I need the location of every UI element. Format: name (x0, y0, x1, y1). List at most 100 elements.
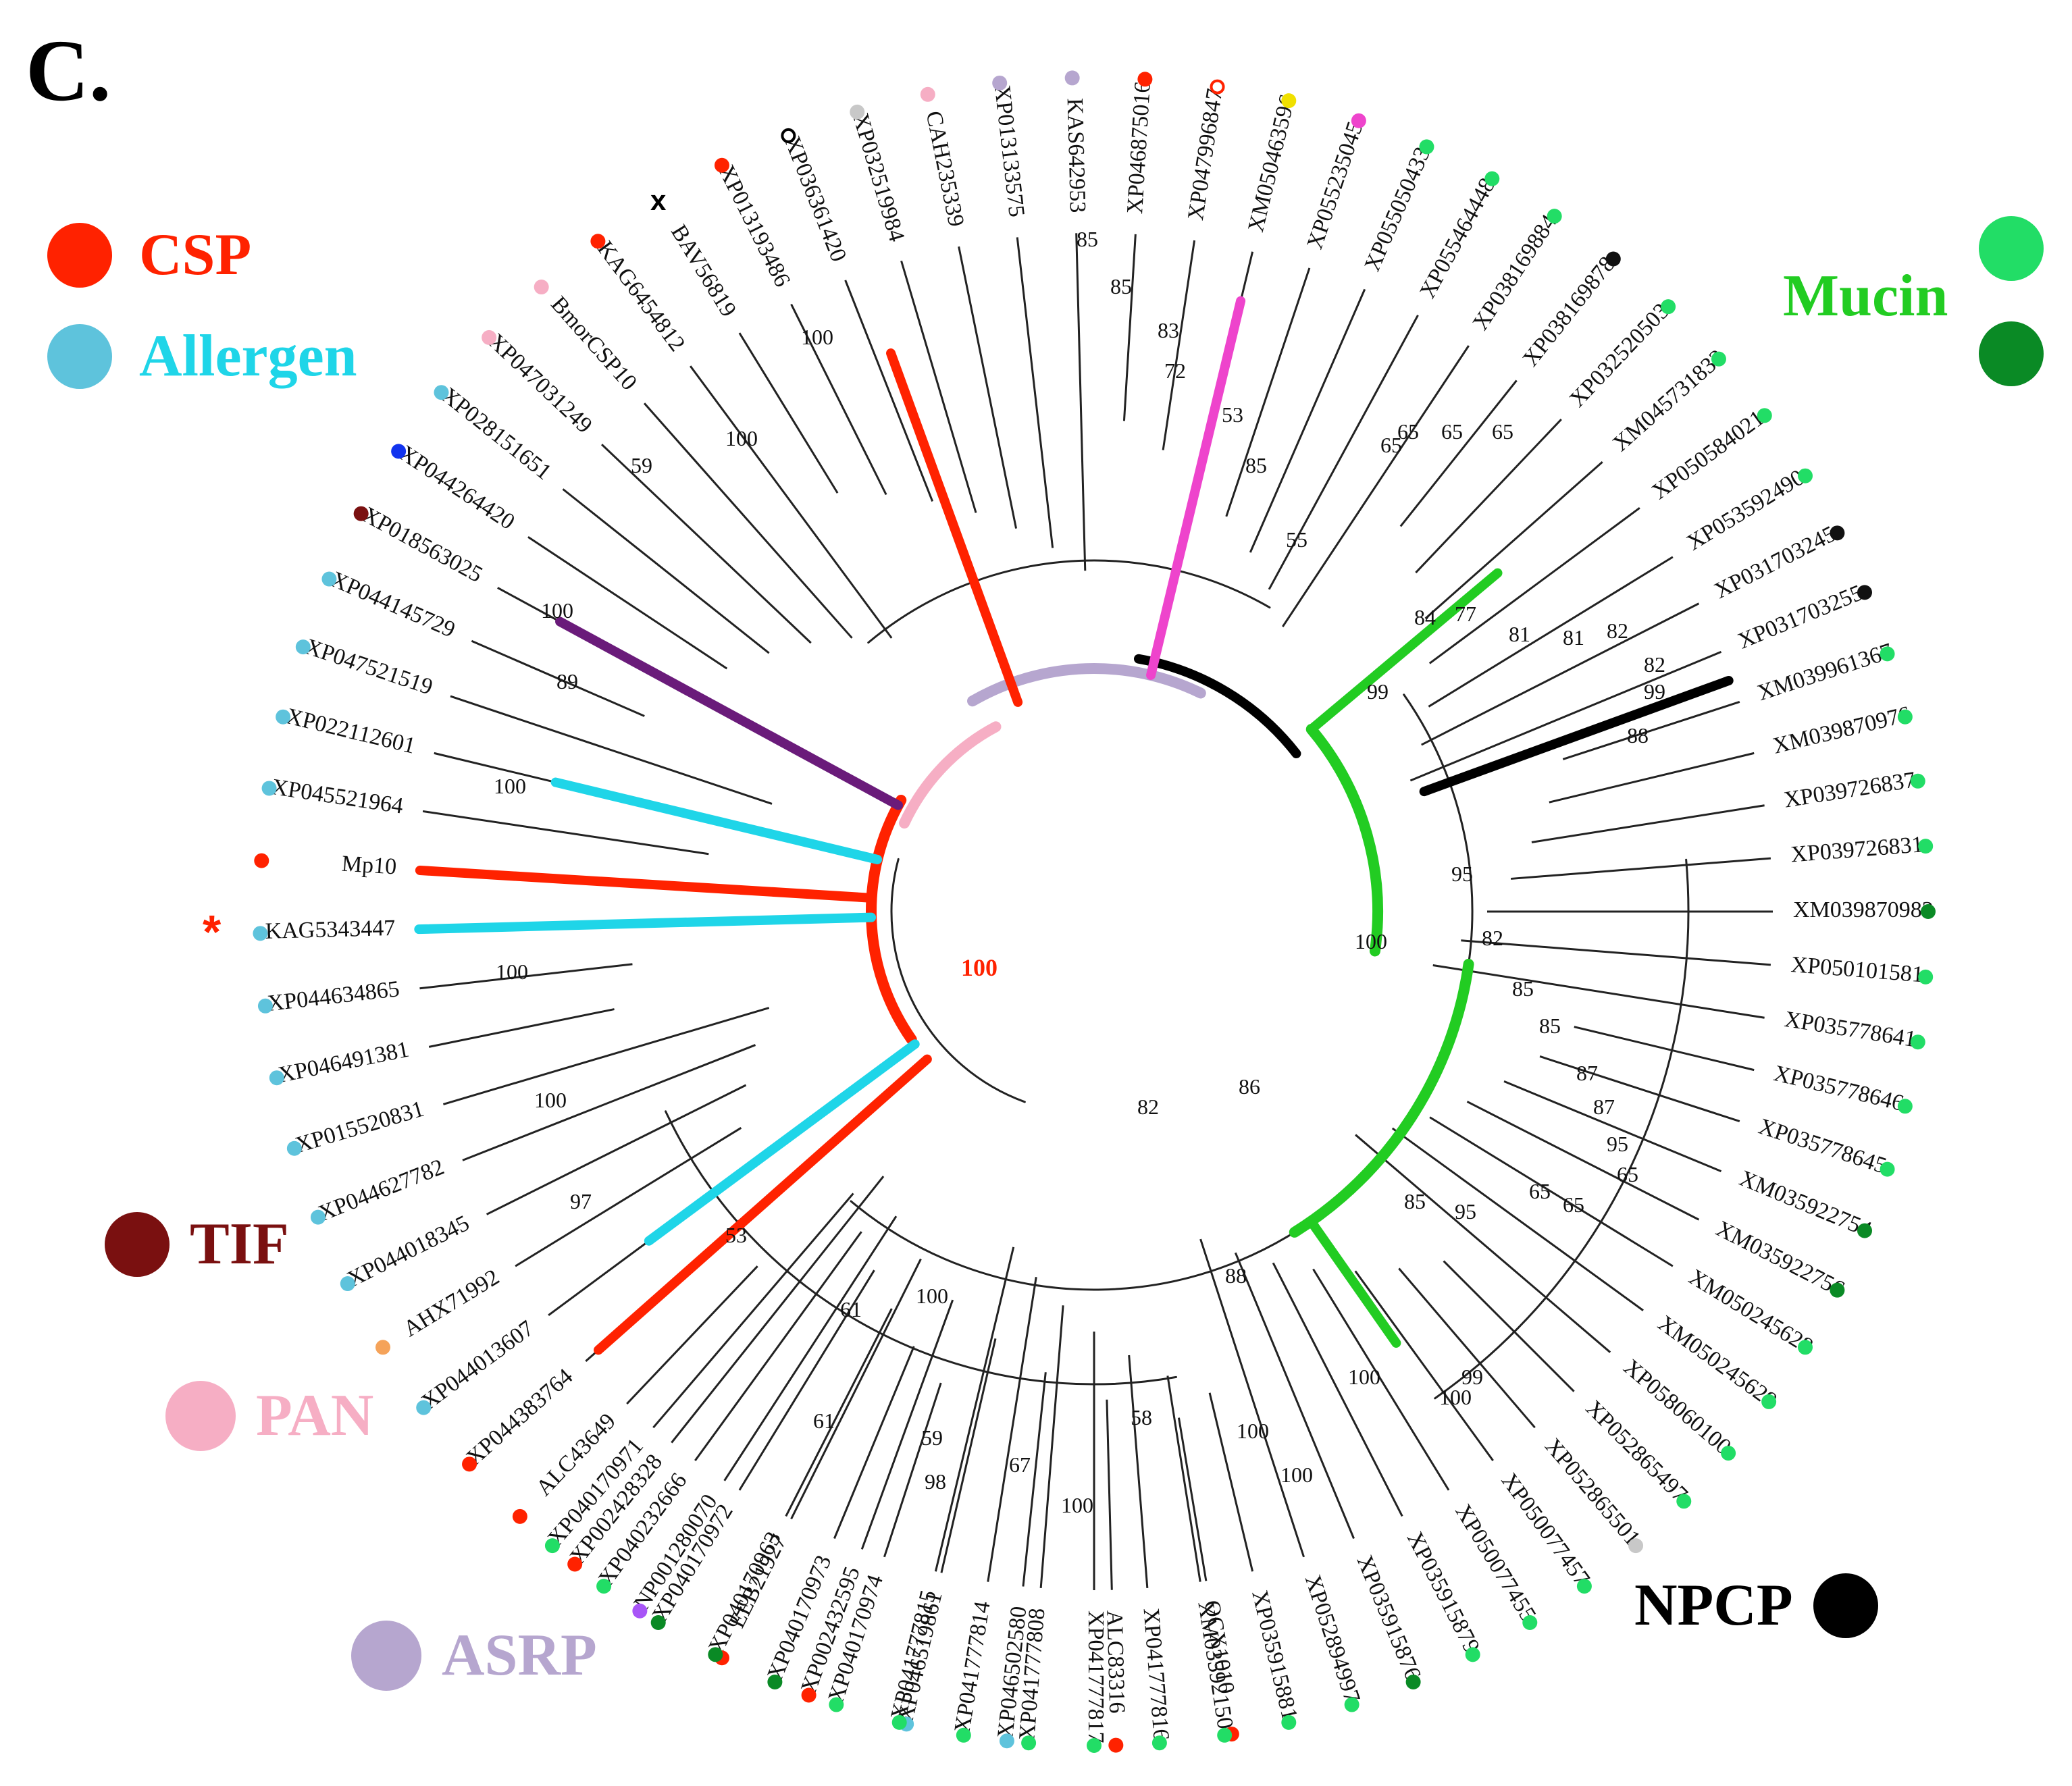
leaf-branch (790, 303, 887, 496)
leaf-branch (1429, 1116, 1674, 1267)
leaf-marker-dot (544, 1538, 560, 1554)
leaf-marker-dot (261, 781, 277, 796)
bootstrap-value: 87 (1593, 1095, 1615, 1119)
backbone-arc (850, 693, 1474, 1291)
leaf-marker-dot (1798, 1340, 1813, 1355)
leaf-label: XP013133575 (989, 84, 1029, 218)
legend-csp: CSP (47, 223, 251, 288)
bootstrap-value: 100 (496, 960, 528, 984)
bootstrap-value: 88 (1627, 723, 1649, 747)
leaf-label: XP013193486 (713, 161, 795, 290)
bootstrap-value: 100 (494, 774, 526, 798)
leaf-branch (900, 260, 977, 513)
leaf-branch (1249, 288, 1366, 553)
leaf-marker-dot (1830, 525, 1845, 541)
leaf-branch (1268, 315, 1419, 590)
bootstrap-value: 86 (1239, 1074, 1260, 1099)
tif-highlight-branch (555, 616, 903, 810)
leaf-branch (1539, 1055, 1740, 1122)
bootstrap-value: 53 (725, 1223, 747, 1247)
leaf-label: XM039961367 (1755, 639, 1896, 706)
leaf-branch (442, 1007, 770, 1105)
legend-asrp: ASRP (351, 1621, 597, 1691)
leaf-branch (600, 444, 812, 644)
leaf-marker-dot (1921, 904, 1936, 919)
leaf-marker-dot (992, 75, 1008, 90)
leaf-branch (1272, 1262, 1403, 1517)
bootstrap-value: 84 (1414, 605, 1436, 629)
bootstrap-value: 89 (556, 669, 578, 693)
leaf-marker-dot (276, 709, 291, 725)
asrp-highlight-branch (1146, 296, 1246, 680)
mucin-highlight-branch (1306, 568, 1503, 735)
leaf-marker-dot (375, 1340, 390, 1355)
bootstrap-value: 100 (1280, 1463, 1313, 1487)
leaf-branch (1443, 1260, 1575, 1392)
leaf-branch (1432, 964, 1765, 1019)
leaf-label: XP044627782 (315, 1155, 447, 1226)
leaf-branch (1424, 461, 1603, 620)
leaf-marker-dot (1064, 70, 1080, 86)
bootstrap-value: 98 (925, 1469, 946, 1494)
leaf-label: XP044634865 (266, 976, 400, 1016)
leaf-marker-dot (253, 926, 268, 941)
leaf-branch (1225, 267, 1311, 517)
leaf-branch (1354, 1270, 1494, 1461)
backbone-arc (867, 559, 1271, 644)
leaf-marker-dot (1918, 969, 1934, 984)
leaf-label: XP047521519 (302, 634, 436, 700)
leaf-marker-dot (1711, 351, 1726, 367)
npcp-legend-label: NPCP (1634, 1573, 1793, 1638)
leaf-branch (471, 639, 645, 717)
leaf-marker-dot (416, 1400, 432, 1415)
legend-mucin: Mucin (1783, 267, 1948, 326)
leaf-label: XP022112601 (284, 704, 417, 759)
leaf-marker-dot (714, 157, 729, 173)
leaf-branch (1466, 1101, 1700, 1221)
leaf-marker-dot (1605, 251, 1621, 267)
leaf-marker-dot (850, 104, 865, 120)
leaf-marker-dot (1721, 1446, 1736, 1461)
leaf-marker-dot (1798, 468, 1813, 483)
bootstrap-value: 65 (1380, 433, 1402, 457)
leaf-branch (1574, 1026, 1755, 1072)
leaf-marker-dot (286, 1140, 302, 1156)
bootstrap-value: 67 (1009, 1452, 1031, 1477)
leaf-label: XP032519984 (848, 110, 909, 244)
leaf-branch (1166, 1375, 1201, 1582)
leaf-marker-dot (1880, 646, 1895, 662)
leaf-branch (562, 488, 770, 654)
leaf-markers: x (253, 70, 1936, 1753)
leaf-branch (833, 1346, 915, 1540)
leaf-marker-dot (310, 1209, 326, 1225)
leaf-branch (626, 1265, 758, 1405)
leaf-marker-dot (254, 853, 269, 868)
bootstrap-value: 82 (1482, 926, 1503, 950)
leaf-label: XP041777816 (1138, 1607, 1173, 1741)
leaf-branch (1428, 506, 1640, 664)
leaf-label: XP035915876 (1351, 1552, 1425, 1684)
leaf-marker-dot (1087, 1738, 1102, 1753)
bootstrap-value: 100 (1348, 1365, 1380, 1389)
leaf-marker-dot (891, 1714, 907, 1730)
leaf-marker-dot (650, 1615, 666, 1631)
asrp-clade-arc (967, 663, 1206, 707)
leaf-branch (1355, 1134, 1611, 1353)
bootstrap-value: 53 (1222, 402, 1243, 427)
bootstrap-value: 100 (961, 954, 998, 981)
leaf-label: XP035778646 (1771, 1061, 1907, 1116)
leaf-branch (1428, 556, 1674, 708)
bootstrap-value: 72 (1164, 359, 1186, 383)
bootstrap-value: 65 (1529, 1179, 1551, 1203)
leaf-branch (1503, 1080, 1722, 1172)
leaf-marker-dot (1757, 408, 1772, 423)
leaf-marker-dot (1281, 1714, 1297, 1730)
mucin-clade-arc (1289, 958, 1474, 1238)
leaf-branch (1415, 418, 1562, 574)
leaf-marker-dot (482, 330, 497, 345)
bootstrap-value: 65 (1492, 419, 1513, 444)
leaf-marker-dot (1281, 93, 1297, 109)
leaf-label: XP050101581 (1790, 952, 1925, 987)
bootstrap-value: 100 (801, 325, 833, 349)
allergen-highlight-branch (550, 777, 883, 864)
